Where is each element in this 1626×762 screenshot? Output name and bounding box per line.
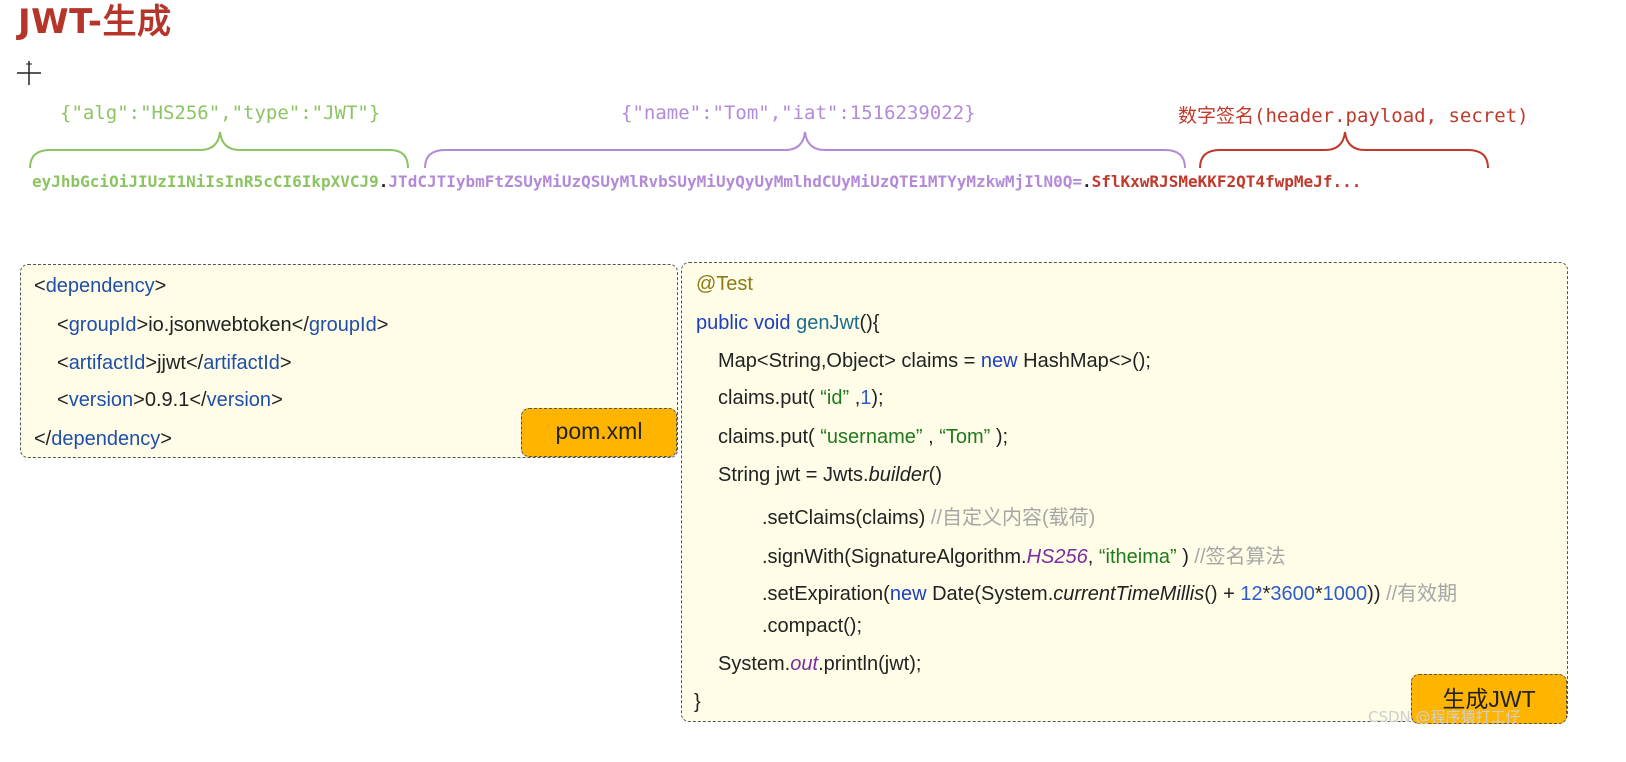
code-annotation: @Test bbox=[696, 273, 753, 295]
code-line-sign-with: .signWith(SignatureAlgorithm.HS256, “ith… bbox=[762, 546, 1286, 568]
jwt-header-encoded: eyJhbGciOiJIUzI1NiIsInR5cCI6IkpXVCJ9 bbox=[32, 172, 379, 191]
code-line-set-expiration: .setExpiration(new Date(System.currentTi… bbox=[762, 583, 1458, 605]
header-brace bbox=[29, 131, 409, 169]
java-code-box bbox=[681, 262, 1568, 722]
pom-xml-badge: pom.xml bbox=[521, 408, 677, 457]
payload-brace bbox=[424, 131, 1186, 169]
jwt-header-json: {"alg":"HS256","type":"JWT"} bbox=[60, 102, 381, 124]
pom-line-dependency-open: <dependency> bbox=[34, 275, 167, 297]
code-line-set-claims: .setClaims(claims) //自定义内容(载荷) bbox=[762, 507, 1096, 529]
pom-line-dependency-close: </dependency> bbox=[34, 428, 172, 450]
pom-line-artifactid: <artifactId>jjwt</artifactId> bbox=[57, 352, 292, 374]
code-line-close-brace: } bbox=[694, 691, 701, 713]
code-line-compact: .compact(); bbox=[762, 615, 863, 637]
jwt-signature-formula: 数字签名(header.payload, secret) bbox=[1178, 105, 1529, 127]
jwt-payload-json: {"name":"Tom","iat":1516239022} bbox=[621, 102, 976, 124]
watermark: CSDN @程序猿打工仔 bbox=[1368, 708, 1521, 726]
jwt-separator: . bbox=[1081, 172, 1092, 191]
crosshair-cursor-icon bbox=[17, 61, 41, 85]
jwt-payload-encoded: JTdCJTIybmFtZSUyMiUzQSUyMlRvbSUyMiUyQyUy… bbox=[388, 172, 1082, 191]
jwt-token: eyJhbGciOiJIUzI1NiIsInR5cCI6IkpXVCJ9.JTd… bbox=[32, 172, 1361, 191]
code-method-signature: public void genJwt(){ bbox=[696, 312, 880, 334]
jwt-separator: . bbox=[378, 172, 389, 191]
page-title: JWT-生成 bbox=[18, 2, 172, 42]
signature-brace bbox=[1199, 131, 1489, 169]
pom-line-version: <version>0.9.1</version> bbox=[57, 389, 283, 411]
code-line-put-id: claims.put( “id” ,1); bbox=[718, 387, 884, 409]
generate-jwt-badge: 生成JWT bbox=[1411, 674, 1567, 724]
jwt-signature-encoded: SflKxwRJSMeKKF2QT4fwpMeJf... bbox=[1091, 172, 1362, 191]
pom-line-groupid: <groupId>io.jsonwebtoken</groupId> bbox=[57, 314, 389, 336]
code-line-println: System.out.println(jwt); bbox=[718, 653, 922, 675]
code-line-jwt-builder: String jwt = Jwts.builder() bbox=[718, 464, 942, 486]
code-line-map: Map<String,Object> claims = new HashMap<… bbox=[718, 350, 1151, 372]
code-line-put-username: claims.put( “username” , “Tom” ); bbox=[718, 426, 1009, 448]
jwt-part-braces bbox=[29, 131, 1489, 169]
